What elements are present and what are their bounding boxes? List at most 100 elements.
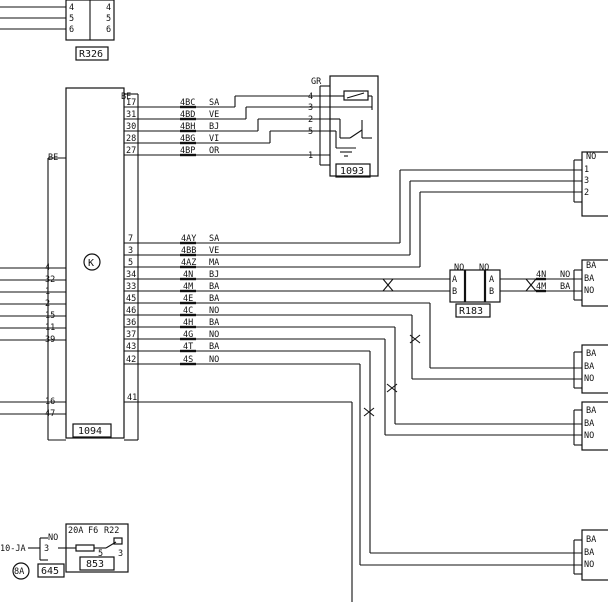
connector-header: NO bbox=[586, 152, 596, 162]
pin-label: 41 bbox=[127, 393, 137, 403]
pin-label: 3 bbox=[308, 103, 313, 113]
right-connector-0 bbox=[581, 151, 608, 217]
fuse-badge: 8A bbox=[14, 567, 24, 577]
pin-label: 11 bbox=[45, 323, 55, 333]
ecu-glyph: K bbox=[88, 258, 94, 269]
pin-label: 28 bbox=[126, 134, 136, 144]
fuse-rating: 20A bbox=[68, 526, 83, 536]
fuse-badge-icon bbox=[12, 562, 30, 580]
pin-label: 15 bbox=[45, 311, 55, 321]
connector-id: 1093 bbox=[340, 166, 364, 177]
pin-label: 33 bbox=[126, 282, 136, 292]
connector-r326-group: 4 5 6 4 5 6 R326 bbox=[0, 0, 115, 61]
wire-code: 4BD bbox=[180, 110, 195, 120]
right-connector-2-group: BA BA NO bbox=[573, 344, 608, 394]
pin-label: A bbox=[452, 275, 457, 285]
right-connector-3-group: BA BA NO bbox=[573, 401, 608, 451]
wire-code: 4BP bbox=[180, 146, 195, 156]
connector-label-box bbox=[72, 423, 112, 438]
connector-id: 1094 bbox=[78, 426, 102, 437]
pin-label: BA bbox=[584, 548, 594, 558]
right-connector-1 bbox=[581, 259, 608, 307]
pin-label: NO bbox=[584, 431, 594, 441]
right-connector-2 bbox=[581, 344, 608, 394]
wire-color: NO bbox=[209, 355, 219, 365]
pin-label: 36 bbox=[126, 318, 136, 328]
pin-label: 31 bbox=[126, 110, 136, 120]
pin-label: 34 bbox=[126, 270, 136, 280]
wire-color: NO bbox=[209, 306, 219, 316]
wire-color: OR bbox=[209, 146, 220, 156]
twist-icon bbox=[525, 278, 537, 292]
pin-label: 43 bbox=[126, 342, 136, 352]
pin-label: 3 bbox=[118, 549, 123, 559]
pin-label: 3 bbox=[584, 176, 589, 186]
wire-color: MA bbox=[209, 258, 219, 268]
top-bus-wires: 17 31 30 28 27 4BC 4BD 4BH 4BG 4BP SA VE… bbox=[124, 95, 330, 157]
wire-color: BA bbox=[209, 294, 219, 304]
wire-code: 4BG bbox=[180, 134, 195, 144]
pin-label: B bbox=[489, 287, 494, 297]
pin-label: 4 bbox=[308, 92, 313, 102]
wire-color: SA bbox=[209, 234, 219, 244]
wire-code: 4M bbox=[183, 282, 193, 292]
wire-color: BA bbox=[209, 342, 219, 352]
pin-label: 17 bbox=[126, 98, 136, 108]
ecu-1094 bbox=[65, 87, 125, 439]
wire-code: 4H bbox=[183, 318, 193, 328]
pin-label: 46 bbox=[126, 306, 136, 316]
pin-label: 3 bbox=[128, 246, 133, 256]
pin-label: NO bbox=[584, 374, 594, 384]
sheath-color-label: BE bbox=[48, 153, 58, 163]
wire-code: 4G bbox=[183, 330, 193, 340]
pin-label: NO bbox=[584, 286, 594, 296]
connector-label-box bbox=[455, 303, 491, 318]
connector-1093 bbox=[329, 75, 379, 177]
pin-label: 3 bbox=[44, 544, 49, 554]
connector-label-box bbox=[75, 46, 109, 61]
relay-coil-icon bbox=[113, 537, 123, 545]
pin-label: 5 bbox=[308, 127, 313, 137]
twist-icon bbox=[382, 278, 394, 292]
wire-code: 4N bbox=[536, 270, 546, 280]
connector-id: 645 bbox=[41, 566, 59, 577]
ecu-1094-group: K 1094 BE BE bbox=[47, 87, 139, 441]
pin-label: BA bbox=[584, 362, 594, 372]
ecu-symbol-icon bbox=[83, 253, 101, 271]
wire-color: NO bbox=[209, 330, 219, 340]
twist-icon bbox=[363, 407, 375, 417]
pin-label: 2 bbox=[584, 188, 589, 198]
pin-label: BA bbox=[584, 274, 594, 284]
connector-id: R326 bbox=[79, 49, 103, 60]
connector-header: BA bbox=[586, 535, 596, 545]
wire-code: 4BH bbox=[180, 122, 195, 132]
pin-label: A bbox=[489, 275, 494, 285]
right-connector-4-group: BA BA NO bbox=[573, 529, 608, 581]
wire-code: 4E bbox=[183, 294, 193, 304]
pin-label: 42 bbox=[126, 355, 136, 365]
pin-label: BA bbox=[584, 419, 594, 429]
pin-label: 1 bbox=[45, 287, 50, 297]
pin-label: 30 bbox=[126, 122, 136, 132]
wire-code: 4N bbox=[183, 270, 193, 280]
pin-label: 16 bbox=[45, 397, 55, 407]
pin-label: 5 bbox=[98, 549, 103, 559]
wire-code: 4BB bbox=[181, 246, 196, 256]
pin-label: 1 bbox=[584, 165, 589, 175]
pin-label: 5 bbox=[69, 14, 74, 24]
connector-label-box bbox=[79, 556, 115, 571]
right-connector-1-group: BA BA NO bbox=[573, 259, 608, 307]
fuse-id: F6 bbox=[88, 526, 98, 536]
wire-color: BA bbox=[560, 282, 570, 292]
wire-code: 4S bbox=[183, 355, 193, 365]
relay-id: R22 bbox=[104, 526, 119, 536]
wire-color: VE bbox=[209, 246, 219, 256]
connector-header: NO bbox=[454, 263, 464, 273]
right-connector-4 bbox=[581, 529, 608, 581]
wire-color: VI bbox=[209, 134, 219, 144]
connector-label-box bbox=[335, 163, 371, 178]
wire-code: 4M bbox=[536, 282, 546, 292]
pin-label: 6 bbox=[106, 25, 111, 35]
ecu-left-wires: 4 32 1 2 15 11 39 16 47 bbox=[0, 263, 66, 419]
switch-icon bbox=[349, 129, 363, 139]
